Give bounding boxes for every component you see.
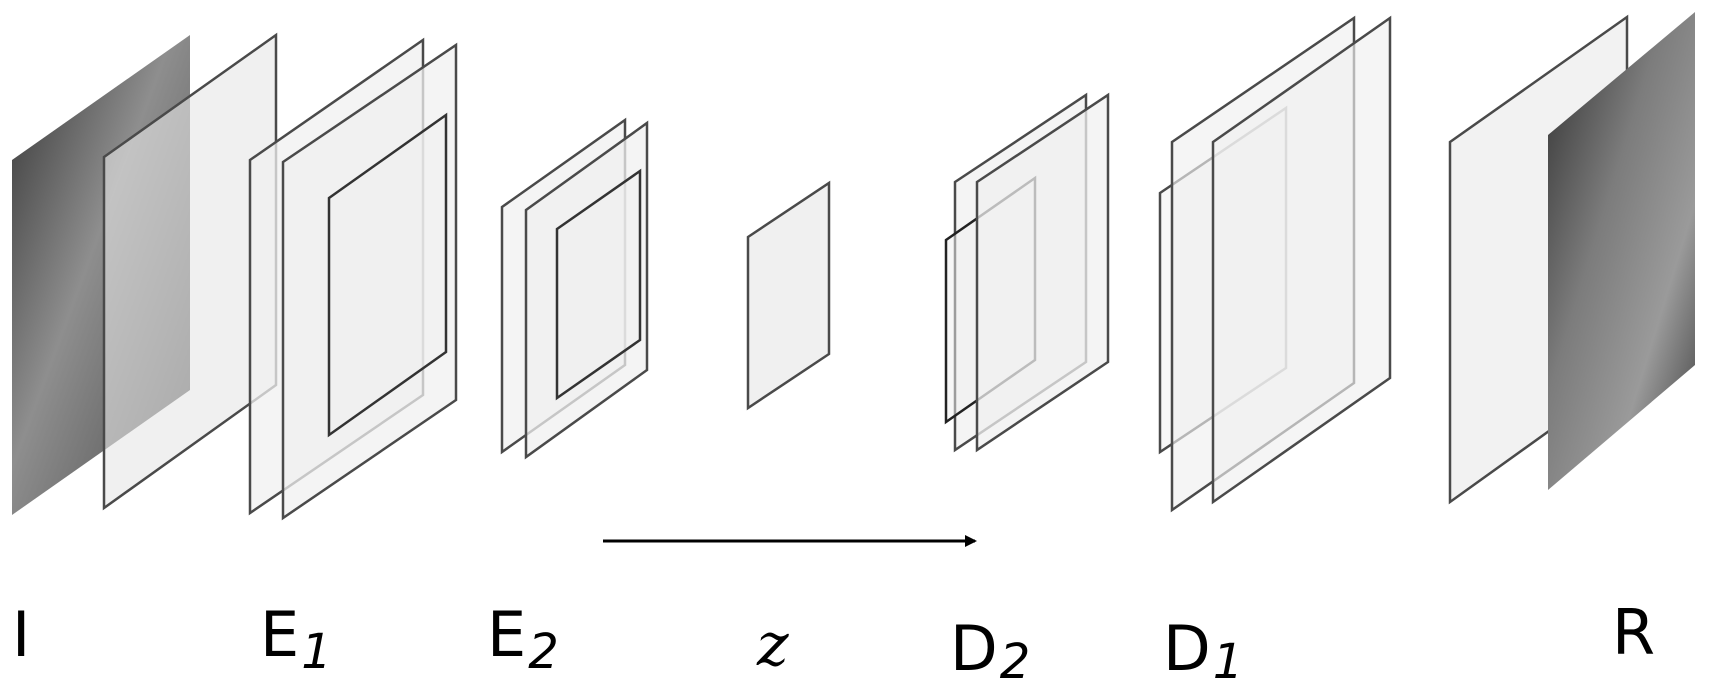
label-decoder1-sub: 1 [1213,634,1244,688]
encoder2-plane-inner [555,168,642,401]
reconstruction-stack [1448,12,1695,505]
decoder2-stack [944,92,1110,453]
label-decoder2-sub: 2 [1000,634,1031,688]
latent-plane [746,180,831,411]
label-decoder2-main: D [950,612,998,685]
label-reconstruction: R [1612,596,1655,669]
input-image-stack [12,32,278,515]
label-decoder1-main: D [1163,612,1211,685]
label-decoder2: D2 [950,612,1030,688]
label-encoder2-sub: 2 [528,624,559,680]
encoder2-stack [500,117,649,460]
label-input: I [12,598,30,671]
reconstruction-image [1548,12,1695,490]
label-encoder2-main: E [487,598,526,671]
label-decoder1: D1 [1163,612,1243,688]
label-encoder2: E2 [487,598,559,680]
label-encoder1-sub: 1 [301,624,332,680]
label-latent: z [756,610,789,680]
label-encoder1-main: E [260,598,299,671]
decoder1-plane-front [1211,15,1392,505]
decoder1-stack [1158,15,1392,513]
latent-stack [746,180,831,411]
label-encoder1: E1 [260,598,332,680]
encoder1-stack [248,37,458,521]
encoder1-plane-inner [327,112,448,438]
decoder2-plane-front [975,92,1110,453]
